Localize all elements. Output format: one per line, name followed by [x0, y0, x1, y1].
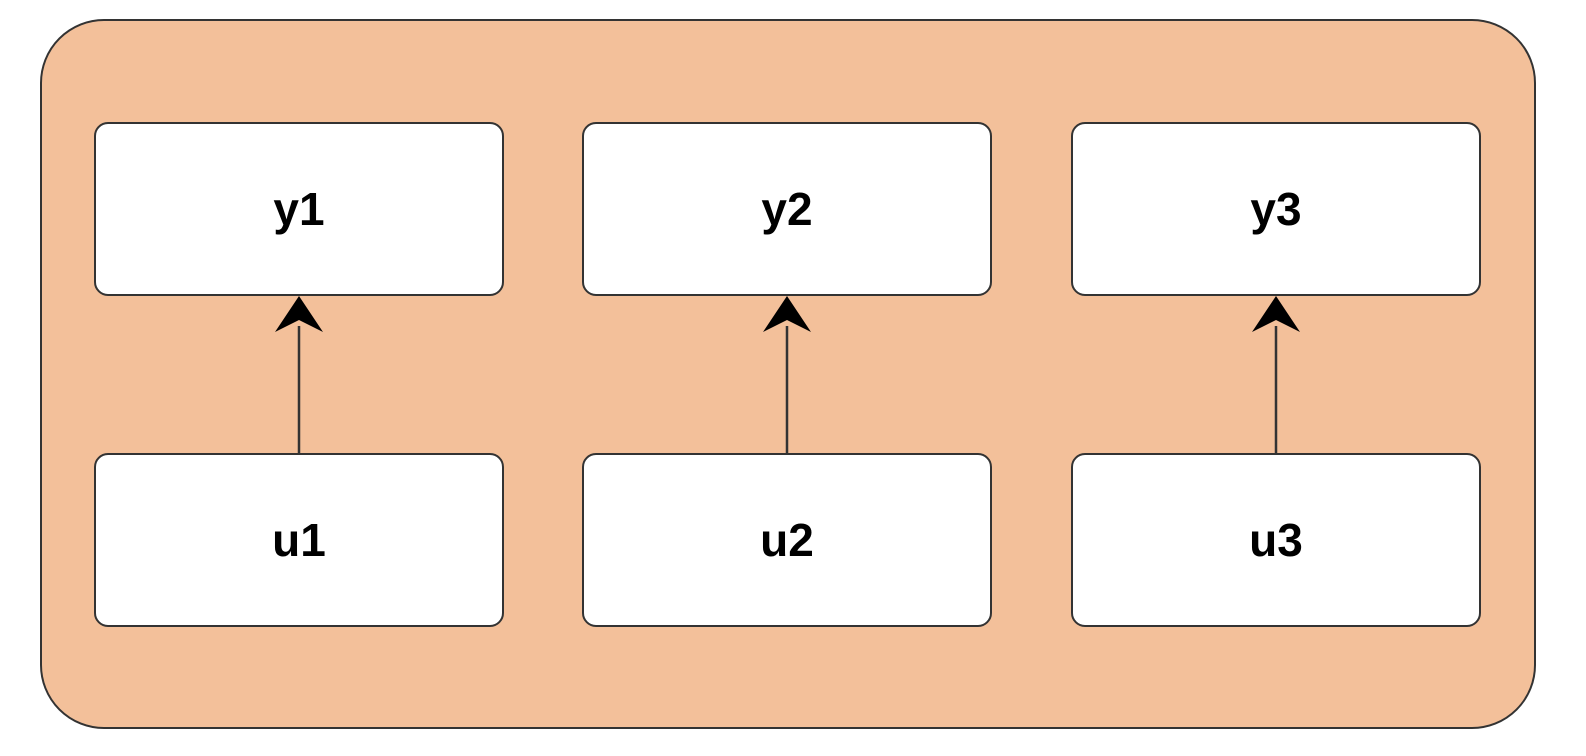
- node-label-y2: y2: [761, 183, 813, 235]
- node-label-y1: y1: [273, 183, 325, 235]
- node-label-u2: u2: [760, 514, 814, 566]
- node-y2: y2: [582, 122, 992, 296]
- node-y3: y3: [1071, 122, 1481, 296]
- node-label-u3: u3: [1249, 514, 1303, 566]
- node-u2: u2: [582, 453, 992, 627]
- node-u3: u3: [1071, 453, 1481, 627]
- node-u1: u1: [94, 453, 504, 627]
- node-y1: y1: [94, 122, 504, 296]
- node-label-y3: y3: [1250, 183, 1302, 235]
- node-label-u1: u1: [272, 514, 326, 566]
